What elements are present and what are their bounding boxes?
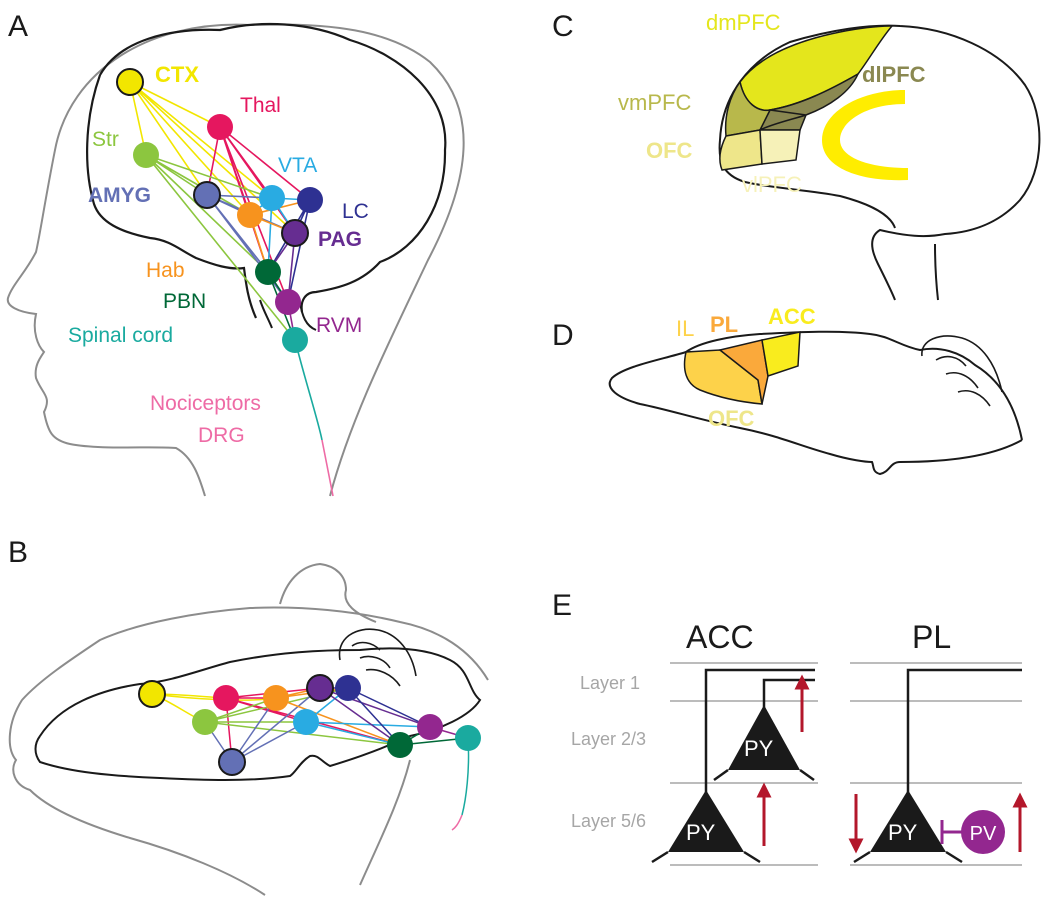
label-ofc-human: OFC	[646, 138, 693, 163]
label-pl: PL	[710, 312, 738, 337]
panel-label-b: B	[8, 536, 28, 569]
label-ofc-rodent: OFC	[708, 406, 755, 431]
pv-label: PV	[970, 823, 997, 845]
node-amyg	[193, 181, 221, 209]
rodent-node-pag	[306, 674, 334, 702]
rodent-node-vta	[293, 709, 319, 735]
panel-a-human-brain: CTX Thal Str AMYG VTA LC PAG Hab PBN RVM…	[6, 22, 465, 497]
node-str	[133, 142, 159, 168]
label-drg: DRG	[198, 424, 245, 447]
label-pbn: PBN	[163, 290, 206, 313]
rodent-node-pbn	[387, 732, 413, 758]
node-vta	[259, 185, 285, 211]
panel-label-e: E	[552, 589, 572, 622]
connection-lines-rodent	[151, 687, 470, 831]
py-label-layer56-acc: PY	[686, 820, 716, 845]
panel-c-human-pfc: dmPFC dlPFC vmPFC ACC OFC vlPFC	[618, 10, 1041, 301]
region-vlpfc	[759, 129, 801, 165]
panel-e-circuit: ACC PL Layer 1 Layer 2/3 Layer 5/6 PY PY	[571, 619, 1028, 866]
label-rvm: RVM	[316, 314, 362, 337]
layer-1-label: Layer 1	[580, 673, 640, 693]
pv-interneuron	[961, 810, 1005, 854]
rodent-brain-outline	[34, 647, 482, 781]
label-spinal-cord: Spinal cord	[68, 324, 173, 347]
node-hab	[237, 202, 263, 228]
brain-outline	[86, 22, 447, 319]
region-acc-rodent	[761, 331, 801, 377]
py-label-layer23: PY	[744, 736, 774, 761]
rodent-node-str	[192, 709, 218, 735]
rodent-node-amyg	[218, 748, 246, 776]
panel-label-d: D	[552, 319, 574, 352]
region-acc	[822, 90, 908, 181]
panel-label-a: A	[8, 10, 28, 43]
node-thal	[207, 114, 233, 140]
label-acc-rodent: ACC	[768, 304, 816, 329]
brainstem-outline	[259, 299, 317, 331]
label-pag: PAG	[318, 228, 362, 251]
rodent-head-outline	[8, 562, 489, 896]
region-pl	[718, 339, 769, 405]
acc-circuit-title: ACC	[686, 619, 754, 655]
node-ctx	[116, 68, 144, 96]
panel-d-rodent-pfc: IL PL ACC OFC	[608, 304, 1023, 476]
pl-neurons: PY PV	[848, 668, 1028, 864]
label-hab: Hab	[146, 259, 185, 282]
label-nociceptors: Nociceptors	[150, 392, 261, 415]
node-pag	[281, 219, 309, 247]
node-lc	[297, 187, 323, 213]
label-vlpfc: vlPFC	[742, 172, 802, 197]
rodent-node-ctx	[138, 680, 166, 708]
head-outline	[6, 23, 465, 497]
region-ofc	[719, 129, 763, 171]
rodent-pfc-cerebellum	[921, 335, 1003, 407]
label-lc: LC	[342, 200, 369, 223]
py-label-layer56-pl: PY	[888, 820, 918, 845]
rodent-cerebellum	[338, 628, 417, 687]
label-str: Str	[92, 128, 119, 151]
label-vmpfc: vmPFC	[618, 90, 691, 115]
node-spinal	[282, 327, 308, 353]
panel-label-c: C	[552, 10, 574, 43]
rodent-pfc-brain-outline	[608, 330, 1023, 476]
rodent-node-spinal	[455, 725, 481, 751]
rodent-node-rvm	[417, 714, 443, 740]
label-acc-human: ACC	[842, 124, 892, 150]
py-soma-layer56-pl	[870, 790, 946, 852]
py-soma-layer23	[728, 705, 800, 770]
node-pbn	[255, 259, 281, 285]
rodent-node-hab	[263, 685, 289, 711]
acc-neurons: PY PY	[651, 668, 815, 864]
layer-lines	[670, 662, 1022, 866]
pl-circuit-title: PL	[912, 619, 951, 655]
rodent-node-thal	[213, 685, 239, 711]
label-dmpfc: dmPFC	[706, 10, 781, 35]
label-ctx: CTX	[155, 62, 199, 87]
label-dlpfc: dlPFC	[862, 62, 926, 87]
label-thal: Thal	[240, 94, 281, 117]
rodent-node-lc	[335, 675, 361, 701]
panel-b-rodent-brain	[8, 562, 489, 896]
label-il: IL	[676, 316, 694, 341]
py-soma-layer56-acc	[668, 790, 744, 852]
layer-23-label: Layer 2/3	[571, 729, 646, 749]
layer-56-label: Layer 5/6	[571, 811, 646, 831]
label-vta: VTA	[278, 154, 317, 177]
label-amyg: AMYG	[88, 184, 151, 207]
node-rvm	[275, 289, 301, 315]
